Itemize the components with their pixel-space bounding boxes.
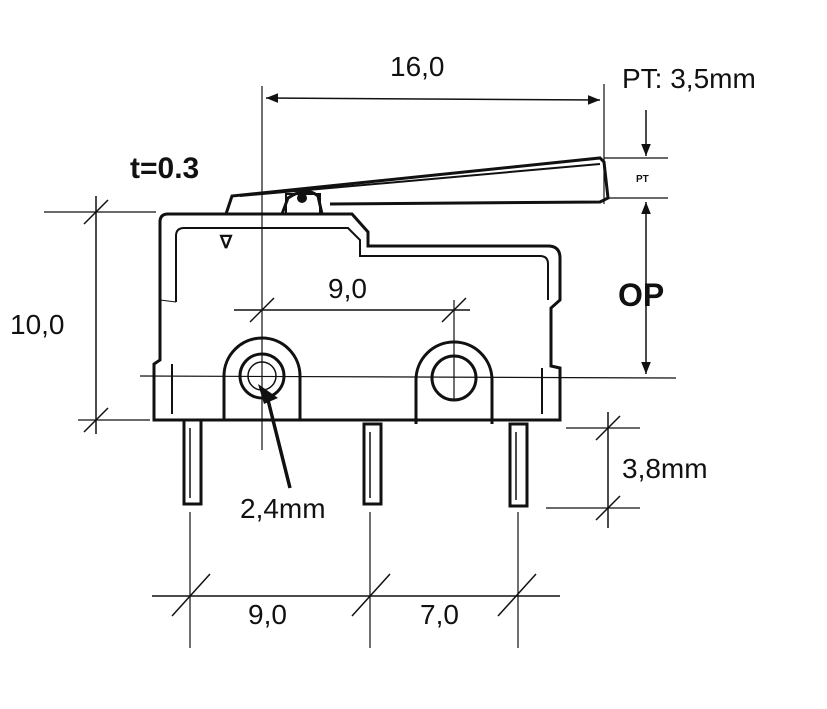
label-pt: PT: 3,5mm bbox=[622, 63, 756, 94]
center-lines bbox=[139, 84, 677, 450]
switch-body bbox=[152, 212, 562, 422]
label-hole-spacing: 9,0 bbox=[328, 273, 367, 304]
label-lever-length: 16,0 bbox=[390, 51, 445, 82]
body-mark: ∇ bbox=[219, 232, 233, 252]
label-pin-length: 3,8mm bbox=[622, 453, 708, 484]
dim-hole-spacing bbox=[234, 297, 470, 323]
dim-lever-length bbox=[265, 93, 601, 105]
label-op: OP bbox=[618, 277, 664, 313]
label-height: 10,0 bbox=[10, 309, 65, 340]
pins bbox=[182, 418, 529, 508]
label-hole-diameter: 2,4mm bbox=[240, 493, 326, 524]
dim-height bbox=[44, 196, 156, 434]
dim-pt-op bbox=[604, 110, 668, 374]
label-pt-small: PT bbox=[636, 174, 649, 185]
label-pin-spacing-left: 9,0 bbox=[248, 599, 287, 630]
dim-pin-length bbox=[546, 412, 640, 528]
lever bbox=[224, 156, 610, 215]
label-thickness: t=0.3 bbox=[130, 152, 199, 185]
label-pin-spacing-right: 7,0 bbox=[420, 599, 459, 630]
dim-pin-spacing bbox=[152, 512, 560, 648]
dim-hole-diameter bbox=[258, 384, 292, 489]
